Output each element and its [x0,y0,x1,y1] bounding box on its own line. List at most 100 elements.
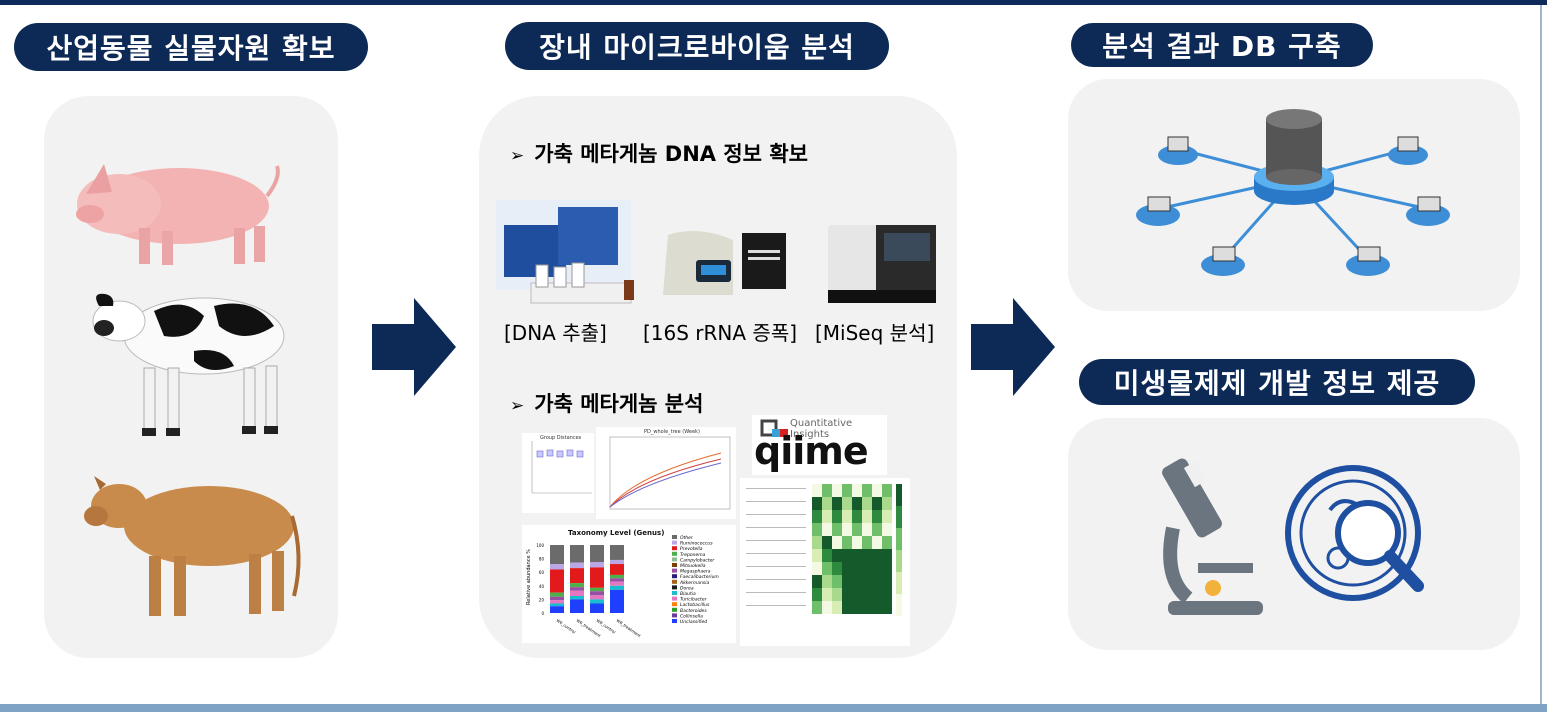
heatmap-cell [872,601,882,614]
bottom-border [0,704,1547,712]
heatmap-cell [822,549,832,562]
heatmap-cell [822,523,832,536]
tax-bar-segment [590,603,604,613]
heatmap-cell [822,601,832,614]
tax-bar-segment [550,592,564,597]
left-title: 산업동물 실물자원 확보 [46,32,336,65]
section2-label: 가축 메타게놈 분석 [534,392,704,416]
taxonomy-title: Taxonomy Level (Genus) [568,529,665,537]
heatmap-row-label [746,605,806,606]
heatmap-cell [862,562,872,575]
tax-legend-swatch [672,596,677,601]
heatmap-cell [852,601,862,614]
db-title: 분석 결과 DB 구축 [1102,30,1342,63]
right-title-pill-2: 미생물제제 개발 정보 제공 [1079,359,1475,405]
tax-legend-label: Lactobacillus [680,602,710,608]
tax-legend-label: Prevotella [680,546,703,552]
heatmap-cell [862,497,872,510]
heatmap-cell [822,536,832,549]
tax-legend-label: Blautia [680,591,696,597]
heatmap-cell [862,549,872,562]
tax-ytick: 20 [539,597,545,602]
tax-bar-segment [570,545,584,563]
tax-bar-segment [590,587,604,592]
heatmap-cell [822,562,832,575]
heatmap-cell [832,523,842,536]
tax-legend-label: Ruminococcus [680,541,713,547]
heatmap-cell [812,562,822,575]
tax-bar-segment [550,603,564,607]
science-icons [1162,458,1424,615]
tax-legend-swatch [672,591,677,595]
tax-bar-segment [570,583,584,588]
heatmap-row-label [746,514,806,515]
tax-bar-segment [550,600,564,604]
miseq-sequencer-image [828,225,936,303]
heatmap-cell [832,510,842,523]
heatmap-cell [812,510,822,523]
heatmap-thumbnail [740,478,910,646]
tax-bar-segment [610,564,624,575]
heatmap-cell [822,497,832,510]
heatmap-row-label [746,501,806,502]
top-border [0,0,1547,5]
taxonomy-plot: 100806040200W6_controlW6_treatmentW8_con… [526,535,719,638]
heatmap-cell [822,575,832,588]
tax-ytick: 80 [539,557,545,562]
heatmap-cell [842,549,852,562]
heatmap-cell [852,575,862,588]
heatmap-cell [832,601,842,614]
heatmap-cell [852,510,862,523]
qiime-mark-icon [760,419,788,437]
heatmap-cell [822,484,832,497]
heatmap-cell [842,601,852,614]
tax-legend-swatch [672,535,677,539]
heatmap-row-label [746,540,806,541]
heatmap-cell [852,497,862,510]
tax-legend-swatch [672,607,677,612]
tax-bar-segment [550,569,564,593]
qiime-tagline: Quantitative Insights [790,418,853,440]
heatmap-cell [852,588,862,601]
heatmap-cell [852,523,862,536]
tax-bar-segment [610,585,624,590]
heatmap-cell [832,549,842,562]
tax-bar-segment [610,578,624,582]
tax-legend-swatch [672,540,677,545]
heatmap-cell [862,536,872,549]
tax-bar-segment [590,567,604,588]
tax-bar-segment [590,599,604,604]
heatmap-cell [882,536,892,549]
tax-legend-label: Unclassified [680,619,707,625]
heatmap-cell [862,510,872,523]
tax-legend-label: Collinsella [680,613,703,619]
boxplot-plot [531,441,592,494]
heatmap-cell [852,562,862,575]
heatmap-cell [872,484,882,497]
heatmap-row-label [746,527,806,528]
heatmap-cell [872,562,882,575]
heatmap-cell [812,523,822,536]
magnifier-microbe-icon [1285,465,1424,601]
heatmap-cell [872,588,882,601]
tax-legend-swatch [672,551,677,556]
tax-legend-swatch [672,568,677,573]
heatmap-cell [882,523,892,536]
heatmap-cell [832,575,842,588]
heatmap-cell [882,575,892,588]
tax-bar-segment [550,596,564,601]
tax-bar-segment [550,564,564,570]
qiime-logo: Quantitative Insights qiime [752,415,887,475]
animals-panel [44,96,338,658]
heatmap-cell [812,575,822,588]
heatmap-cell [842,575,852,588]
calf-image [84,476,301,616]
tax-legend-label: Mitsuokella [680,563,706,569]
heatmap-cell [872,575,882,588]
heatmap-cell [872,536,882,549]
tax-legend-swatch [672,557,677,562]
tax-bar-segment [610,545,624,560]
heatmap-cell [842,497,852,510]
tax-legend-swatch [672,546,677,551]
